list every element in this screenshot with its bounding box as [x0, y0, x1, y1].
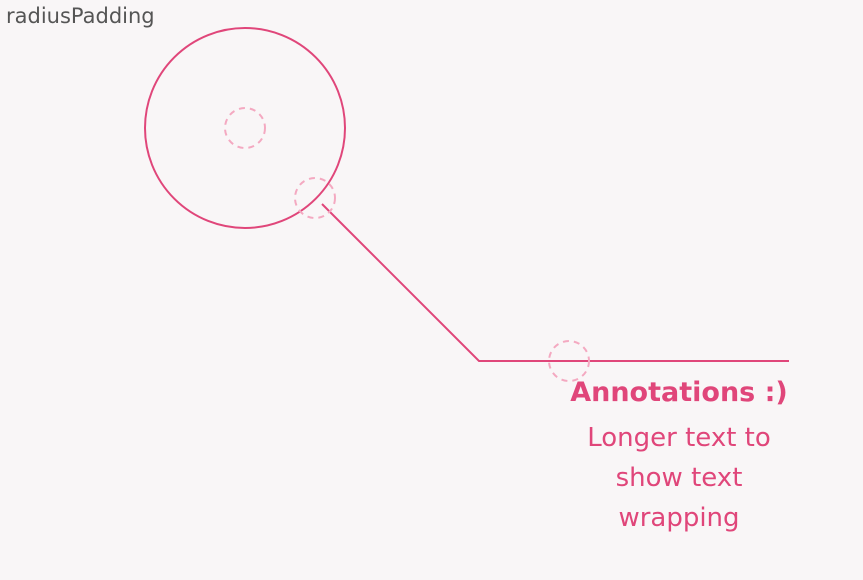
annotation-label: Longer text to show text wrapping — [587, 423, 771, 533]
connector-line — [321, 203, 789, 362]
subject-center-handle[interactable] — [224, 107, 266, 149]
subject-circle — [144, 27, 346, 229]
note-handle[interactable] — [548, 340, 590, 382]
radius-padding-handle[interactable] — [294, 177, 336, 219]
page-title: radiusPadding — [6, 4, 155, 28]
annotation-note: Annotations :) Longer text to show text … — [560, 374, 798, 538]
annotation-title: Annotations :) — [570, 377, 788, 408]
